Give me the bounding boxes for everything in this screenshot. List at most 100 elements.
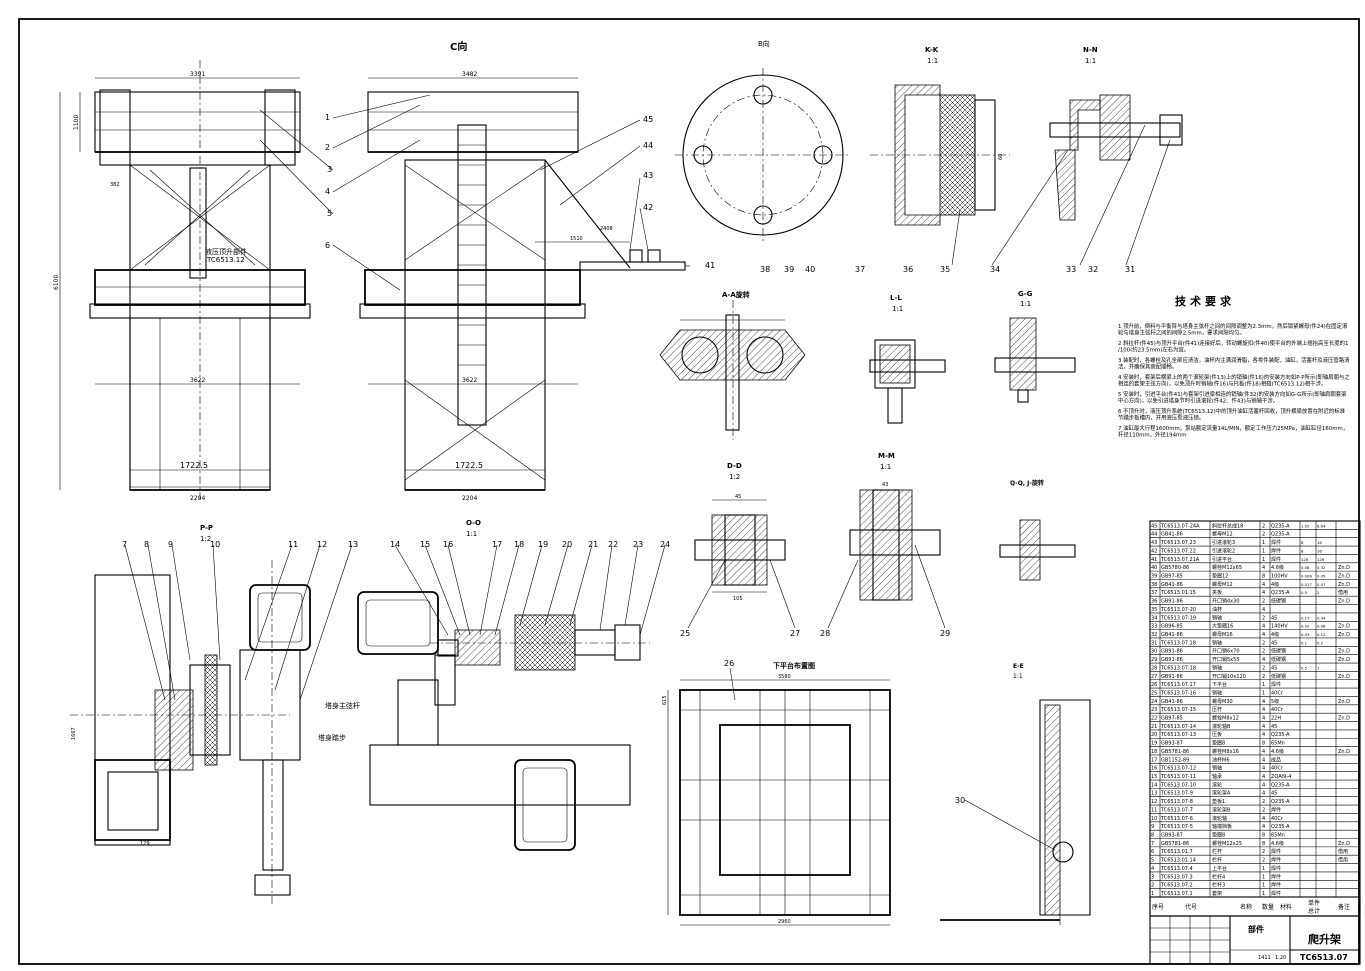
- parts-cell-weight: 0.1: [1301, 640, 1308, 645]
- l-l-scale: 1:1: [892, 305, 903, 313]
- parts-cell-total: 16: [1317, 540, 1322, 545]
- parts-cell-weight: 0.5: [1301, 590, 1308, 595]
- hdr-name: 名称: [1240, 903, 1252, 911]
- parts-cell-no: 19: [1151, 741, 1157, 747]
- k-k-section: K-K 1:1 60: [870, 46, 1010, 226]
- parts-cell-qty: 4: [1262, 824, 1265, 830]
- parts-cell-name: 螺母M12: [1212, 531, 1233, 538]
- l-l-title: L-L: [890, 294, 902, 302]
- parts-cell-code: TC6513.07.21A: [1160, 557, 1200, 563]
- hdr-no: 序号: [1152, 903, 1164, 911]
- parts-cell-name: 栏杆3: [1212, 882, 1225, 889]
- parts-cell-name: 引进滚轮3: [1212, 539, 1235, 546]
- parts-cell-no: 2: [1151, 883, 1154, 889]
- parts-cell-qty: 4: [1262, 749, 1265, 755]
- callout-leaders-mid: [687, 544, 1056, 851]
- parts-cell-code: TC6513.07.17: [1160, 682, 1196, 688]
- b-view-title: B向: [758, 39, 770, 48]
- parts-cell-name: 压板: [1212, 731, 1222, 738]
- d-d-section: D-D 1:2 45 105: [694, 462, 786, 602]
- parts-cell-qty: 2: [1262, 532, 1265, 538]
- parts-cell-note: Zn.D: [1338, 674, 1350, 680]
- parts-cell-code: GB97-85: [1161, 573, 1183, 579]
- parts-cell-name: 垫圈8: [1212, 832, 1225, 839]
- parts-cell-no: 11: [1151, 807, 1157, 813]
- callout-35: 35: [940, 265, 950, 274]
- parts-cell-qty: 4: [1262, 607, 1265, 613]
- parts-cell-material: 4级: [1271, 581, 1279, 588]
- parts-cell-material: Q235-A: [1271, 782, 1290, 788]
- parts-cell-material: 100HV: [1271, 573, 1288, 579]
- callout-11: 11: [288, 540, 298, 549]
- n-n-title: N-N: [1083, 46, 1098, 54]
- dim-1510: 1510: [570, 236, 583, 242]
- sheet-border: [18, 18, 1360, 965]
- dim-105: 105: [733, 596, 743, 602]
- parts-cell-qty: 4: [1262, 766, 1265, 772]
- parts-cell-no: 27: [1151, 674, 1157, 680]
- parts-cell-material: 焊件: [1271, 681, 1281, 688]
- parts-cell-weight: 8: [1301, 540, 1304, 545]
- parts-cell-no: 13: [1151, 791, 1157, 797]
- parts-cell-weight: 1.02: [1301, 523, 1310, 528]
- p-p-title: P-P: [200, 524, 213, 532]
- parts-cell-material: ZQAl9-4: [1271, 774, 1291, 780]
- parts-cell-name: 开口销4x30: [1212, 598, 1240, 605]
- dim-615: 615: [662, 695, 668, 705]
- callout-5: 5: [327, 209, 332, 218]
- parts-cell-no: 14: [1151, 782, 1157, 788]
- parts-cell-material: 4.6级: [1271, 748, 1284, 755]
- parts-cell-note: Zn.D: [1338, 841, 1350, 847]
- dim-129: 129: [140, 841, 150, 847]
- parts-cell-qty: 1: [1262, 548, 1265, 554]
- o-o-section: O-O 1:1: [357, 519, 650, 851]
- parts-cell-material: 22H: [1271, 716, 1281, 722]
- dim-45: 45: [735, 494, 741, 500]
- parts-cell-code: GB91-86: [1161, 674, 1183, 680]
- callouts-upper-right: 34 35 33 32 31 38 39 40 37 36: [760, 265, 1135, 274]
- parts-cell-qty: 4: [1262, 624, 1265, 630]
- parts-cell-qty: 4: [1262, 791, 1265, 797]
- parts-cell-no: 39: [1151, 573, 1157, 579]
- title-category: 部件: [1248, 924, 1264, 934]
- tech-item-2: 2 斜拉杆(件45)与顶升平台(件41)连接好后，转动螺旋扣(件40)使平台的外…: [1118, 339, 1348, 354]
- parts-cell-weight: 0.03: [1301, 632, 1310, 637]
- parts-cell-code: TC6513.07-8: [1160, 799, 1193, 805]
- parts-cell-material: 5级: [1271, 698, 1279, 705]
- parts-cell-name: 螺栓M8x12: [1212, 715, 1239, 722]
- lower-platform-view: 下平台布置图 3580 2960 615: [662, 661, 891, 926]
- parts-cell-note: Zn.D: [1338, 699, 1350, 705]
- callout-8: 8: [144, 540, 149, 549]
- parts-cell-code: TC6513.01.7: [1160, 849, 1193, 855]
- callouts-top: 1 2 3 4 5 6 45 44 43 42 41: [325, 113, 715, 270]
- m-m-scale: 1:1: [880, 463, 891, 471]
- parts-cell-weight: 0.02: [1301, 624, 1310, 629]
- parts-cell-name: 轴承: [1212, 773, 1222, 780]
- tech-item-3: 3 装配时，各螺栓及孔全部应清洁，油杯内注满润滑脂，各零件装配，油缸，活塞杆及液…: [1118, 356, 1350, 371]
- o-o-scale: 1:1: [466, 530, 477, 538]
- q-q-section: Q-Q, J-旋转: [999, 479, 1076, 581]
- parts-cell-no: 16: [1151, 766, 1157, 772]
- dim-3622-left: 3622: [190, 377, 205, 384]
- callout-2: 2: [325, 143, 330, 152]
- parts-cell-name: 栏杆4: [1212, 873, 1225, 880]
- n-n-scale: 1:1: [1085, 57, 1096, 65]
- dim-1722-left: 1722.5: [180, 461, 208, 470]
- parts-cell-code: TC6513.07.2: [1160, 883, 1193, 889]
- parts-cell-material: 焊件: [1271, 857, 1281, 864]
- dim-60: 60: [998, 154, 1004, 160]
- parts-cell-material: Q235-A: [1271, 532, 1290, 538]
- parts-cell-name: 轴端挡板: [1212, 823, 1232, 830]
- parts-cell-name: 开口销10x120: [1212, 673, 1246, 680]
- parts-cell-material: 焊件: [1271, 848, 1281, 855]
- callout-22: 22: [608, 540, 618, 549]
- dim-2204-left: 2204: [190, 495, 205, 502]
- parts-cell-no: 38: [1151, 582, 1157, 588]
- callout-23: 23: [633, 540, 643, 549]
- parts-cell-no: 21: [1151, 724, 1157, 730]
- parts-cell-no: 22: [1151, 716, 1157, 722]
- dim-382: 382: [110, 182, 120, 188]
- parts-cell-weight: 126: [1301, 557, 1309, 562]
- parts-cell-no: 43: [1151, 540, 1157, 546]
- g-g-scale: 1:1: [1020, 300, 1031, 308]
